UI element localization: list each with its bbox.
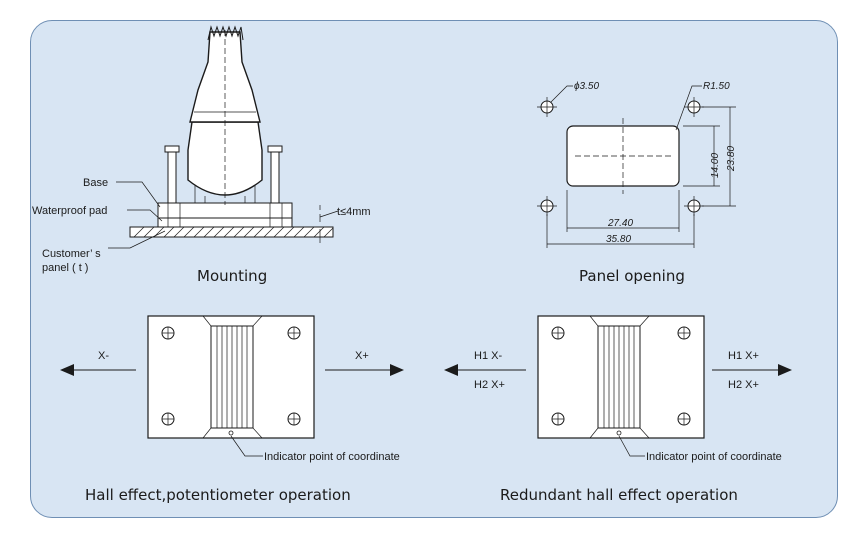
mounting-figure: Base Waterproof pad Customer’ s panel ( …: [32, 25, 371, 285]
screw-right: [267, 145, 283, 204]
base-block: [157, 202, 293, 219]
label-hall-indicator: Indicator point of coordinate: [264, 451, 400, 463]
hall-effect-figure: X- X+ Indicator point of coordinate Hall…: [60, 315, 404, 504]
caption-panel-opening: Panel opening: [579, 267, 685, 285]
customer-panel-plate: [129, 226, 334, 238]
panel-opening-figure: ϕ3.50 R1.50 14.00 23.80 27.40 35.80 Pane…: [537, 81, 737, 285]
arrow-x-plus: [390, 364, 404, 376]
dim-width-outer: 35.80: [606, 234, 631, 245]
redundant-hole-bl: [551, 412, 565, 426]
hall-indicator-dot: [228, 430, 234, 436]
label-waterproof-pad: Waterproof pad: [32, 205, 107, 217]
redundant-hole-tr: [677, 326, 691, 340]
mount-hole-br: [684, 196, 704, 216]
label-h2-x-plus-left: H2 X+: [474, 379, 505, 391]
caption-hall-effect: Hall effect,potentiometer operation: [85, 486, 351, 504]
dim-hole-diameter: ϕ3.50: [574, 81, 599, 92]
label-h1-x-minus: H1 X-: [474, 350, 502, 362]
label-x-minus: X-: [98, 350, 109, 362]
mount-hole-tl: [537, 97, 557, 117]
label-customer-panel-2: panel ( t ): [42, 262, 88, 274]
hall-hole-bl: [161, 412, 175, 426]
label-redundant-indicator: Indicator point of coordinate: [646, 451, 782, 463]
label-x-plus: X+: [355, 350, 369, 362]
dim-height-outer: 23.80: [726, 146, 737, 172]
caption-redundant-hall: Redundant hall effect operation: [500, 486, 738, 504]
label-customer-panel-1: Customer’ s: [42, 248, 101, 260]
screw-left: [164, 145, 180, 204]
label-thickness: t≤4mm: [337, 206, 371, 218]
hall-hole-tr: [287, 326, 301, 340]
joystick-body: [187, 25, 263, 205]
dim-width-inner: 27.40: [607, 218, 633, 229]
redundant-indicator-dot: [616, 430, 622, 436]
hall-hole-br: [287, 412, 301, 426]
hall-hole-tl: [161, 326, 175, 340]
redundant-hall-figure: H1 X- H2 X+ H1 X+ H2 X+ Indicator point …: [444, 315, 792, 504]
redundant-hole-tl: [551, 326, 565, 340]
dim-corner-radius: R1.50: [703, 81, 730, 92]
redundant-hole-br: [677, 412, 691, 426]
arrow-redundant-right: [778, 364, 792, 376]
dim-height-inner: 14.00: [710, 153, 721, 178]
caption-mounting: Mounting: [197, 267, 267, 285]
label-base: Base: [83, 177, 108, 189]
label-h2-x-plus-right: H2 X+: [728, 379, 759, 391]
arrow-x-minus: [60, 364, 74, 376]
mount-hole-bl: [537, 196, 557, 216]
label-h1-x-plus: H1 X+: [728, 350, 759, 362]
arrow-redundant-left: [444, 364, 458, 376]
mount-hole-tr: [684, 97, 704, 117]
